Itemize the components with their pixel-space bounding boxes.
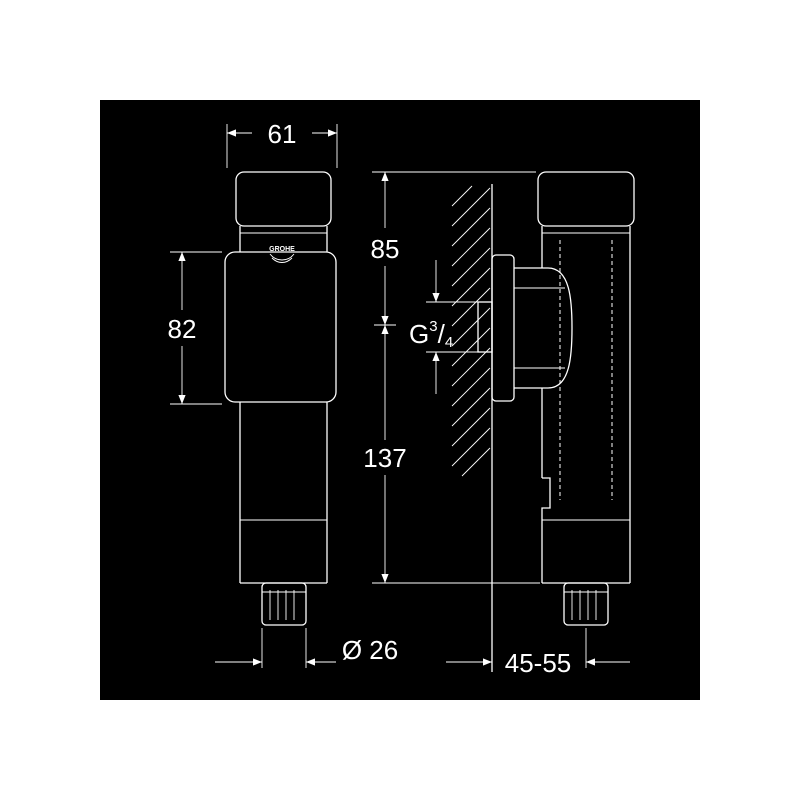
wall-hatching: [451, 185, 491, 477]
side-body-notch: [541, 477, 551, 583]
side-outlet-body: [563, 582, 609, 626]
mounting-flange: [491, 254, 515, 402]
thread-slash: /: [438, 319, 446, 349]
dimension-width: 61: [226, 119, 338, 168]
side-view: 85 137 G3/4 45-55: [363, 171, 635, 678]
front-cover-plate: [224, 251, 337, 403]
top-height-label: 85: [371, 234, 400, 264]
brand-logo-swoosh-lower: [271, 257, 293, 263]
thread-letter: G: [409, 319, 429, 349]
dimension-outlet-diameter: Ø 26: [215, 628, 398, 668]
front-push-button: [235, 171, 332, 227]
side-outlet: [563, 582, 609, 626]
plate-height-label: 82: [168, 314, 197, 344]
wall-distance-label: 45-55: [505, 648, 572, 678]
brand-logo-swoosh: [269, 253, 295, 261]
front-outlet: [261, 582, 307, 626]
front-view: GROHE 61: [168, 119, 398, 668]
thread-subscript: 4: [445, 334, 453, 351]
drawing-frame: [100, 100, 700, 700]
dimension-vertical: 85 137: [363, 171, 540, 584]
dimension-thread: G3/4: [409, 260, 478, 394]
dimension-wall-distance: 45-55: [446, 628, 630, 678]
front-outlet-body: [261, 582, 307, 626]
thread-label: G3/4: [409, 318, 453, 351]
outlet-diameter-label: Ø 26: [342, 635, 398, 665]
bottom-height-label: 137: [363, 443, 406, 473]
dimension-plate-height: 82: [168, 251, 222, 405]
brand-logo: GROHE: [269, 246, 295, 263]
thread-superscript: 3: [429, 318, 437, 335]
side-push-button: [537, 171, 635, 227]
brand-logo-text: GROHE: [269, 246, 295, 253]
width-label: 61: [268, 119, 297, 149]
